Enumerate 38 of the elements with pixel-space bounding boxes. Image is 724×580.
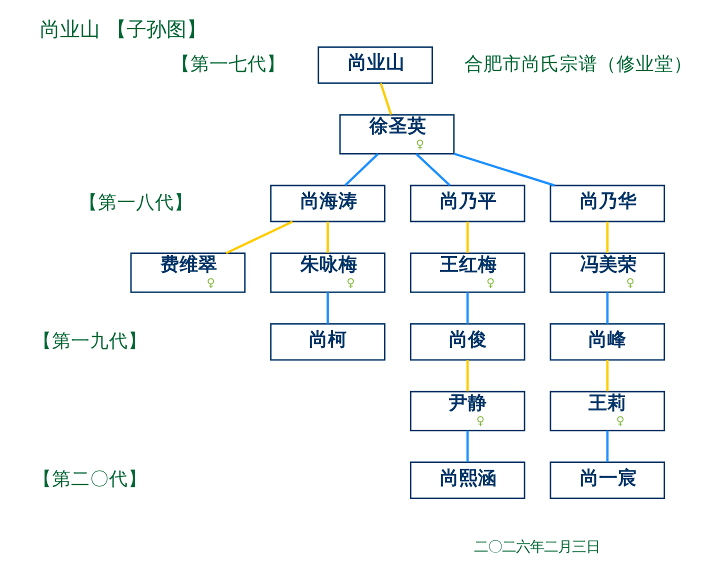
node-box: 王红梅 ♀ (410, 252, 526, 293)
connector (380, 82, 392, 115)
node-box: 尚一宸 (550, 462, 666, 500)
label: 【第二〇代】 (32, 469, 147, 490)
node-box: 尚熙涵 (410, 462, 526, 500)
connector (454, 152, 556, 187)
label: 合肥市尚氏宗谱（修业堂） (464, 54, 693, 76)
connector (326, 222, 329, 253)
connector (466, 292, 469, 324)
connector (466, 222, 469, 253)
label: 【第一七代】 (171, 54, 286, 76)
diagram-title: 尚业山 【子孙图】 (40, 16, 206, 41)
connector (606, 430, 609, 462)
node-box: 尚业山 (318, 46, 433, 84)
node-box: 尚乃华 (550, 184, 666, 222)
connector (415, 153, 451, 186)
node-box: 费维翠 ♀ (130, 252, 246, 293)
label: 【第一九代】 (32, 330, 147, 352)
node-box: 冯美荣 ♀ (550, 252, 666, 293)
node-box: 徐圣英 ♀ (339, 114, 455, 154)
label: 【第一八代】 (79, 192, 194, 214)
node-box: 尚俊 (410, 323, 526, 361)
node-box: 尚乃平 (410, 184, 526, 222)
connector (344, 153, 379, 186)
connector (466, 360, 469, 392)
node-box: 王莉 ♀ (550, 390, 666, 432)
connector (606, 292, 609, 324)
node-box: 尚柯 (270, 323, 386, 361)
connector (466, 430, 469, 462)
connector (326, 292, 329, 324)
node-box: 尚海涛 (270, 184, 386, 222)
connector (606, 360, 609, 392)
connector (606, 222, 609, 253)
node-box: 朱咏梅 ♀ (270, 252, 386, 293)
node-box: 尚峰 (550, 323, 666, 361)
node-box: 尹静 ♀ (410, 390, 526, 432)
label: 二〇二六年二月三日 (474, 540, 600, 556)
connector (226, 220, 293, 254)
